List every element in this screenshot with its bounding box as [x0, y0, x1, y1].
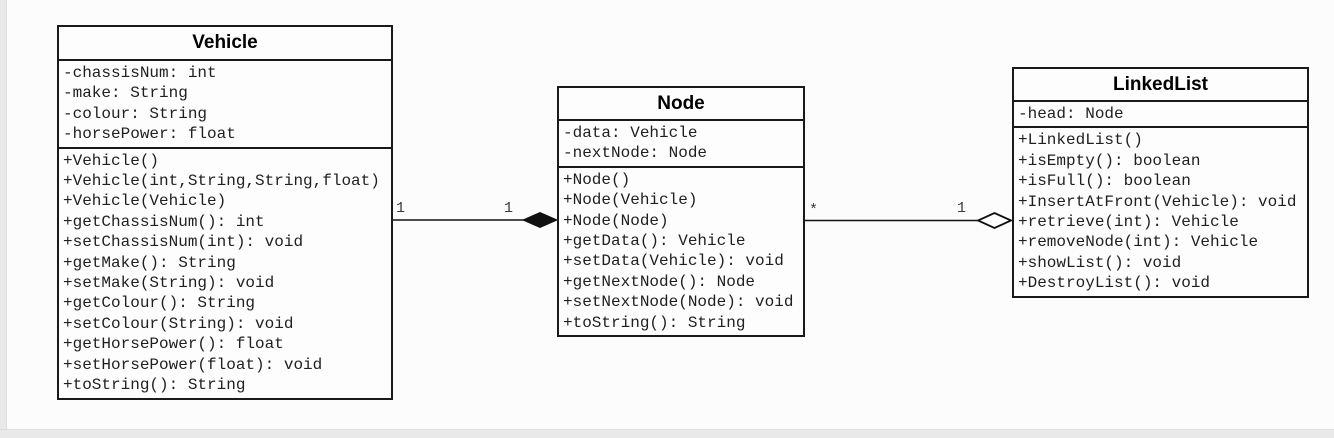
member-line: +setColour(String): void [63, 314, 294, 333]
class-title-node: Node [559, 88, 803, 121]
member-line: +setMake(String): void [63, 274, 275, 293]
member-line: +Vehicle(Vehicle) [63, 192, 227, 211]
aggregation-diamond-icon [975, 212, 1014, 229]
multiplicity-node-end-aggregation: * [809, 202, 819, 219]
member-line: -colour: String [63, 104, 208, 123]
member-line: +isFull(): boolean [1018, 172, 1191, 191]
page-bottom-edge [0, 429, 1334, 438]
member-line: +getColour(): String [63, 294, 256, 313]
class-attributes-linkedlist: -head: Node [1014, 102, 1307, 129]
member-line: +getMake(): String [63, 253, 236, 272]
member-line: +toString(): String [63, 376, 246, 395]
class-methods-node: +Node() +Node(Vehicle)+Node(Node) +getData… [559, 168, 803, 335]
member-line: +removeNode(int): Vehicle [1018, 233, 1259, 252]
member-line: +setChassisNum(int): void [63, 233, 304, 252]
class-box-node: Node -data: Vehicle -nextNode: Node +Node… [557, 86, 805, 338]
member-line: +Node(Vehicle) [563, 191, 698, 210]
member-line: +LinkedList() [1018, 131, 1143, 150]
class-attributes-vehicle: -chassisNum: int -make: String-colour: St… [59, 61, 391, 149]
member-line: -head: Node [1018, 105, 1124, 123]
member-line: +toString(): String [563, 313, 746, 332]
member-line: +Node(Node) [563, 211, 669, 230]
member-line: +Vehicle() [63, 151, 160, 170]
member-line: -chassisNum: int [63, 64, 217, 82]
member-line: +setData(Vehicle): void [563, 252, 784, 271]
member-line: +setNextNode(Node): void [563, 293, 794, 312]
member-line: -data: Vehicle [563, 124, 698, 142]
member-line: +setHorsePower(float): void [63, 355, 323, 374]
member-line: -horsePower: float [63, 125, 236, 144]
member-line: +Vehicle(int,String,String,float) [63, 172, 380, 191]
class-attributes-node: -data: Vehicle -nextNode: Node [559, 121, 803, 168]
member-line: +getHorsePower(): float [63, 335, 284, 354]
class-title-vehicle: Vehicle [59, 27, 391, 61]
multiplicity-node-end-composition: 1 [504, 200, 514, 217]
member-line: -make: String [63, 84, 188, 103]
page-left-edge [0, 0, 7, 437]
member-line: +getChassisNum(): int [63, 212, 265, 231]
class-title-linkedlist: LinkedList [1014, 69, 1307, 102]
member-line: +InsertAtFront(Vehicle): void [1018, 192, 1297, 211]
member-line: +retrieve(int): Vehicle [1018, 213, 1239, 232]
member-line: +Node() [563, 170, 631, 189]
member-line: +isEmpty(): boolean [1018, 151, 1201, 170]
class-box-linkedlist: LinkedList -head: Node +LinkedList()+isE… [1012, 67, 1309, 298]
composition-diamond-icon [521, 211, 559, 229]
member-line: -nextNode: Node [563, 144, 708, 163]
multiplicity-linkedlist-end: 1 [957, 200, 967, 217]
member-line: +getData(): Vehicle [563, 232, 746, 251]
member-line: +DestroyList(): void [1018, 274, 1211, 293]
class-methods-vehicle: +Vehicle() +Vehicle(int,String,String,flo… [59, 149, 391, 398]
multiplicity-vehicle-end: 1 [396, 200, 406, 217]
member-line: +showList(): void [1018, 253, 1182, 272]
member-line: +getNextNode(): Node [563, 272, 756, 291]
class-methods-linkedlist: +LinkedList()+isEmpty(): boolean +isFull(… [1014, 128, 1307, 295]
class-box-vehicle: Vehicle -chassisNum: int -make: String-co… [57, 25, 393, 400]
